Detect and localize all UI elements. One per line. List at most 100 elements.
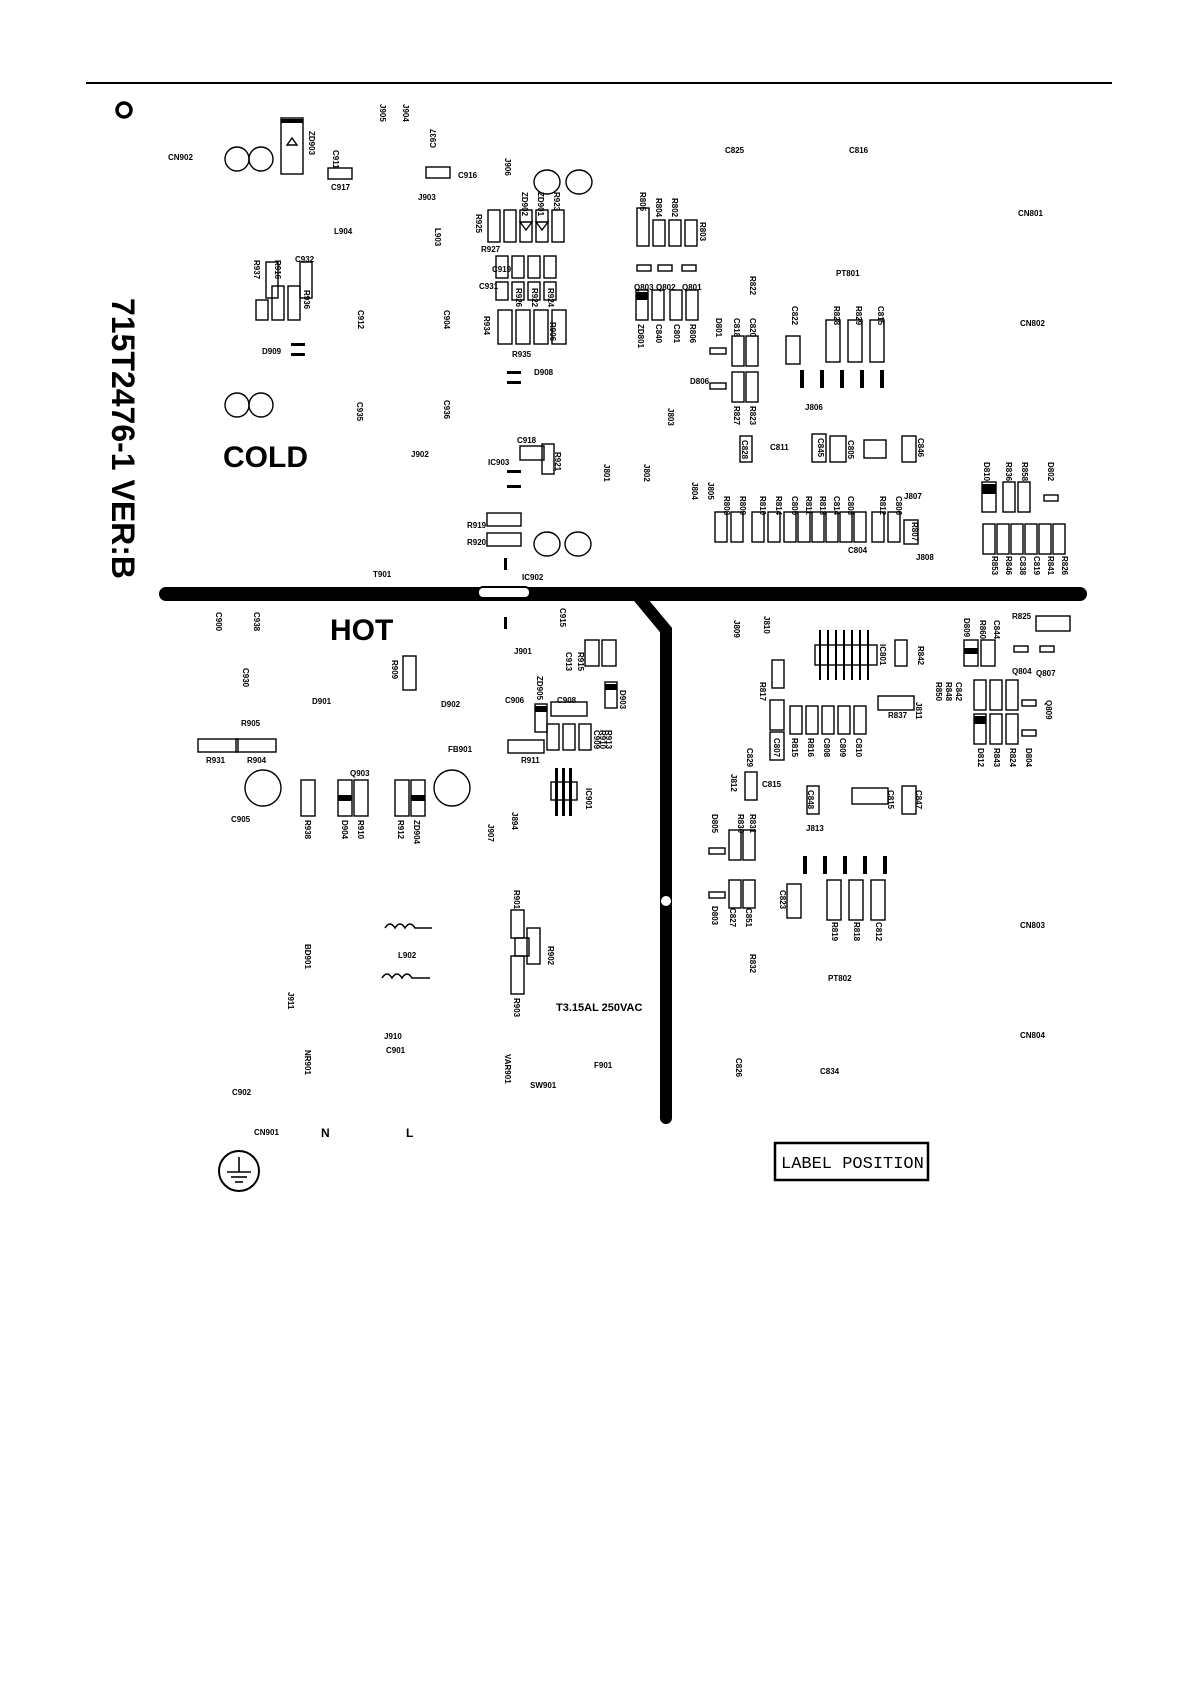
svg-text:R860: R860 [978, 620, 987, 640]
svg-text:C919: C919 [492, 265, 512, 274]
svg-text:R910: R910 [598, 730, 607, 750]
svg-text:C937: C937 [429, 128, 438, 148]
svg-text:R818: R818 [852, 922, 861, 942]
svg-text:J802: J802 [642, 464, 651, 482]
svg-text:BD901: BD901 [303, 944, 312, 969]
svg-text:C844: C844 [992, 620, 1001, 640]
svg-text:C851: C851 [744, 908, 753, 928]
svg-text:R911: R911 [521, 756, 540, 765]
fuse-rating: T3.15AL 250VAC [556, 1002, 642, 1014]
svg-text:C838: C838 [1018, 556, 1027, 576]
svg-text:ZD905: ZD905 [535, 676, 544, 701]
svg-text:R934: R934 [482, 316, 491, 336]
svg-text:R809: R809 [738, 496, 747, 516]
svg-text:D804: D804 [1024, 748, 1033, 768]
svg-text:C931: C931 [479, 282, 499, 291]
svg-text:Q804: Q804 [1012, 667, 1032, 676]
svg-text:C908: C908 [557, 696, 577, 705]
reference-labels: CN902 ZD903 C911 C917 J905 J904 C937 C91… [168, 104, 1069, 1137]
svg-text:IC903: IC903 [488, 458, 510, 467]
svg-text:C912: C912 [356, 310, 365, 330]
svg-text:J906: J906 [503, 158, 512, 176]
svg-text:R837: R837 [888, 711, 908, 720]
svg-text:C935: C935 [355, 402, 364, 422]
svg-text:C805: C805 [846, 440, 855, 460]
svg-text:R805: R805 [638, 192, 647, 212]
svg-text:Q803: Q803 [634, 283, 654, 292]
svg-text:R904: R904 [247, 756, 267, 765]
svg-text:R843: R843 [992, 748, 1001, 768]
svg-text:L903: L903 [433, 228, 442, 247]
svg-text:C820: C820 [748, 318, 757, 338]
svg-text:D903: D903 [618, 690, 627, 710]
svg-text:D806: D806 [690, 377, 710, 386]
svg-text:R831: R831 [748, 814, 757, 834]
svg-text:R921: R921 [553, 452, 562, 472]
svg-text:R825: R825 [1012, 612, 1032, 621]
svg-text:PT802: PT802 [828, 974, 852, 983]
svg-text:C904: C904 [442, 310, 451, 330]
svg-text:CN901: CN901 [254, 1128, 279, 1137]
svg-text:D812: D812 [976, 748, 985, 768]
svg-text:R915: R915 [576, 652, 585, 672]
svg-text:C917: C917 [331, 183, 351, 192]
svg-text:J809: J809 [732, 620, 741, 638]
svg-text:C811: C811 [770, 443, 789, 452]
svg-text:C938: C938 [252, 612, 261, 632]
label-position-box: LABEL POSITION [773, 1141, 930, 1182]
svg-text:R828: R828 [832, 306, 841, 326]
cold-right-components [635, 207, 1066, 555]
svg-text:R853: R853 [990, 556, 999, 576]
svg-text:R822: R822 [748, 276, 757, 296]
svg-text:C906: C906 [505, 696, 525, 705]
cold-label: COLD [223, 441, 308, 474]
svg-text:C829: C829 [745, 748, 754, 768]
svg-text:J804: J804 [690, 482, 699, 500]
svg-text:C827: C827 [728, 908, 737, 928]
svg-text:R923: R923 [552, 192, 561, 212]
svg-text:R909: R909 [390, 660, 399, 680]
svg-text:ZD801: ZD801 [636, 324, 645, 349]
svg-text:J902: J902 [411, 450, 429, 459]
svg-text:C823: C823 [778, 890, 787, 910]
svg-text:R906: R906 [548, 322, 557, 342]
svg-text:R829: R829 [854, 306, 863, 326]
svg-text:CN804: CN804 [1020, 1031, 1045, 1040]
svg-text:R826: R826 [1060, 556, 1069, 576]
svg-text:C900: C900 [214, 612, 223, 632]
svg-text:R858: R858 [1020, 462, 1029, 482]
svg-text:R827: R827 [732, 406, 741, 426]
svg-text:J911: J911 [286, 992, 295, 1010]
svg-text:R810: R810 [758, 496, 767, 516]
svg-text:VAR901: VAR901 [503, 1054, 512, 1084]
svg-text:R916: R916 [273, 260, 282, 280]
svg-text:C930: C930 [241, 668, 250, 688]
svg-text:R922: R922 [530, 288, 539, 308]
svg-text:J904: J904 [401, 104, 410, 122]
svg-text:C847: C847 [914, 790, 923, 810]
svg-text:R935: R935 [512, 350, 532, 359]
svg-text:C932: C932 [295, 255, 315, 264]
svg-text:R925: R925 [474, 214, 483, 234]
svg-text:D809: D809 [962, 618, 971, 638]
svg-text:C916: C916 [458, 171, 478, 180]
svg-text:J907: J907 [486, 824, 495, 842]
svg-text:C812: C812 [874, 922, 883, 942]
svg-text:PT801: PT801 [836, 269, 860, 278]
svg-text:J808: J808 [916, 553, 934, 562]
ground-icon [218, 1150, 260, 1192]
svg-text:FB901: FB901 [448, 745, 473, 754]
svg-text:J805: J805 [706, 482, 715, 500]
svg-text:Q801: Q801 [682, 283, 702, 292]
svg-text:C807: C807 [772, 738, 781, 758]
svg-text:R842: R842 [916, 646, 925, 666]
svg-text:R806: R806 [688, 324, 697, 344]
svg-text:C822: C822 [790, 306, 799, 326]
svg-text:D902: D902 [441, 700, 461, 709]
svg-text:C911: C911 [331, 150, 340, 169]
svg-text:R937: R937 [252, 260, 261, 280]
svg-text:R910: R910 [356, 820, 365, 840]
svg-text:R813: R813 [818, 496, 827, 516]
svg-text:C825: C825 [725, 146, 745, 155]
svg-text:R823: R823 [748, 406, 757, 426]
